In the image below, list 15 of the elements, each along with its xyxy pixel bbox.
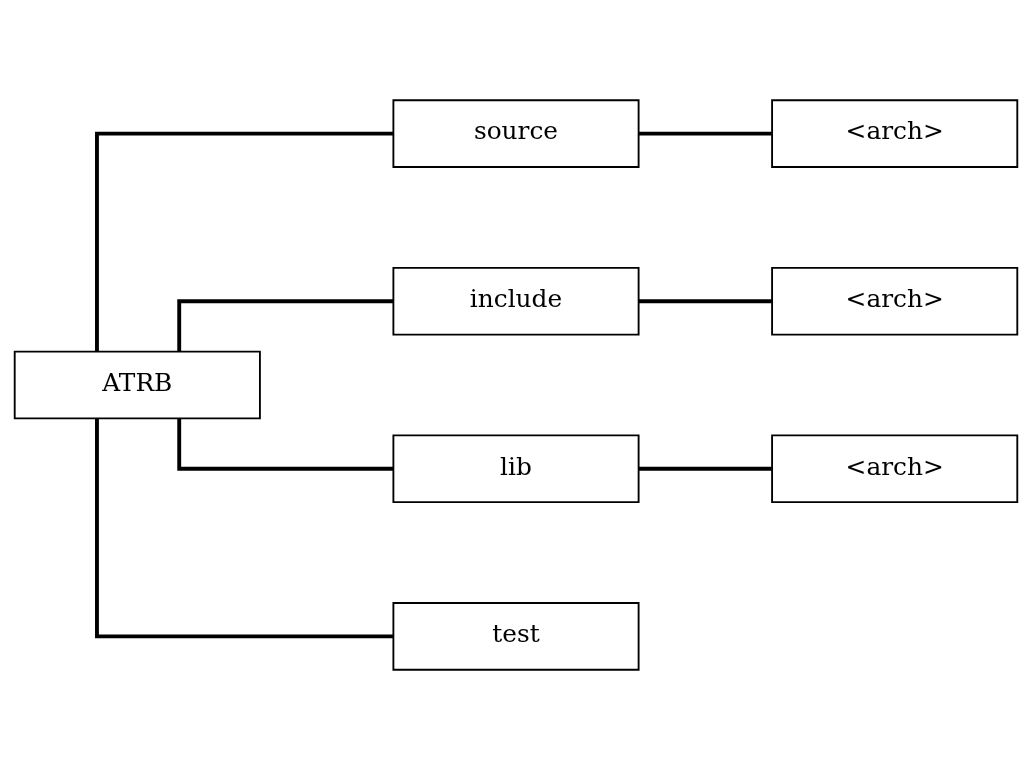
node-box: source xyxy=(392,98,640,168)
connector xyxy=(638,466,772,471)
node-box: <arch> xyxy=(771,98,1019,168)
node-box: <arch> xyxy=(771,266,1019,335)
connector xyxy=(177,298,393,351)
node-box: include xyxy=(392,266,640,335)
connector xyxy=(638,298,772,303)
node-box: <arch> xyxy=(771,434,1019,503)
connector xyxy=(177,418,393,471)
node-box: lib xyxy=(392,434,640,503)
connector xyxy=(95,131,394,352)
node-box: ATRB xyxy=(13,350,261,419)
node-box: test xyxy=(392,601,640,671)
connector xyxy=(95,417,394,638)
connector xyxy=(638,131,772,135)
